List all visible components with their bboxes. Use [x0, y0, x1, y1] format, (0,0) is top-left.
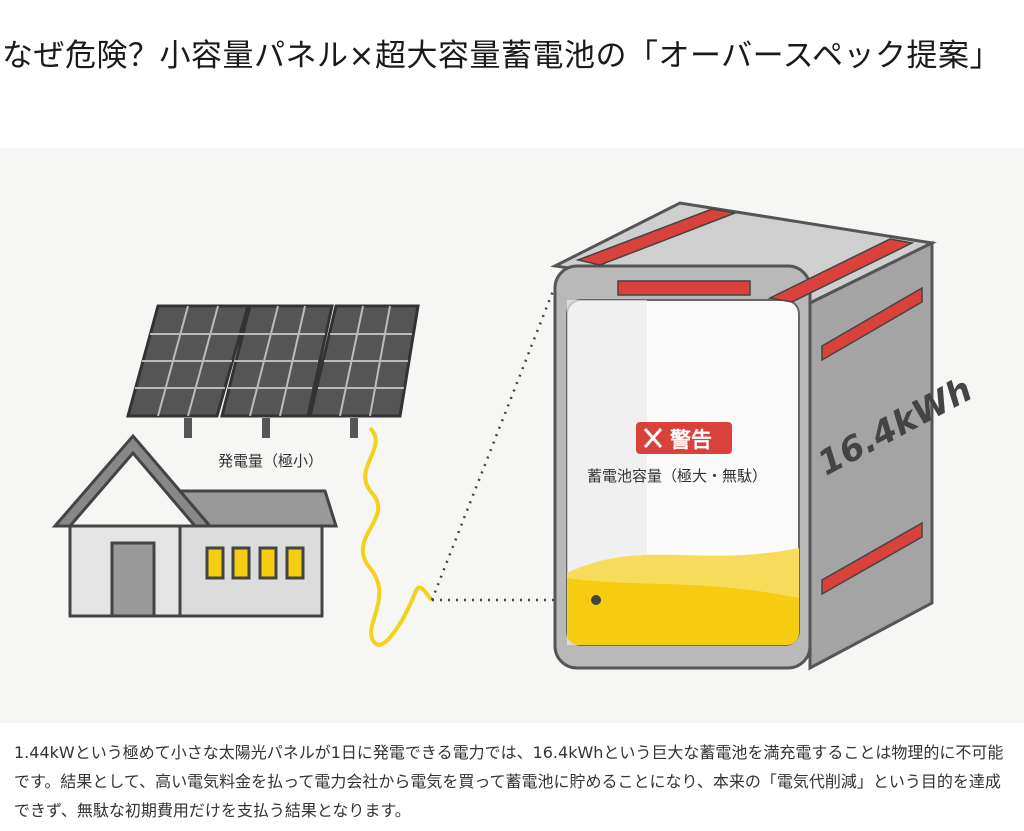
article-body: 1.44kWという極めて小さな太陽光パネルが1日に発電できる電力では、16.4k… — [14, 743, 1004, 820]
x-icon — [643, 428, 663, 448]
solar-panels — [126, 304, 420, 438]
svg-text:警告: 警告 — [669, 428, 712, 452]
page-title: なぜ危険？小容量パネル×超大容量蓄電池の「オーバースペック提案」 — [2, 38, 1001, 74]
battery-capacity-label: 蓄電池容量（極大・無駄） — [587, 467, 767, 485]
warning-badge: 警告 — [636, 422, 732, 454]
house — [51, 433, 339, 618]
panel-output-label: 発電量（極小） — [218, 452, 323, 470]
battery: 16.4kWh — [550, 201, 979, 671]
power-cable — [361, 426, 434, 647]
illustration: 発電量（極小） 16.4kWh — [0, 148, 1024, 723]
